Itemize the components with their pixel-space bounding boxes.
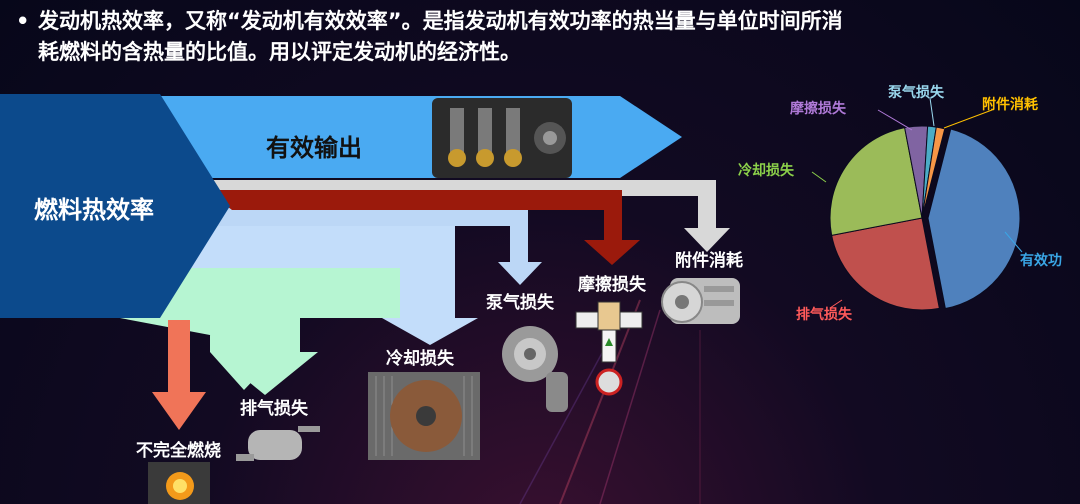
pie-leader-0 xyxy=(1004,231,1023,253)
exhaust-label: 排气损失 xyxy=(240,399,308,419)
flow-cooling-band xyxy=(170,226,478,345)
pie-leader-2 xyxy=(811,171,827,183)
pie-leader-1 xyxy=(829,299,843,309)
pie-leader-5 xyxy=(943,109,993,129)
pie-slice-2 xyxy=(829,127,923,236)
pie-slice-5 xyxy=(921,126,946,219)
flow-pumping-band xyxy=(205,204,542,285)
pie-label-exhaust: 排气损失 xyxy=(796,307,852,323)
combustion-flame-icon xyxy=(148,462,210,504)
source-label: 燃料热效率 xyxy=(34,196,154,224)
pie-label-effective: 有效功 xyxy=(1020,253,1062,269)
muffler-icon xyxy=(236,426,320,461)
heading-line-2: 耗燃料的含热量的比值。用以评定发动机的经济性。 xyxy=(38,40,521,64)
pie-slice-1 xyxy=(831,217,940,311)
friction-label: 摩擦损失 xyxy=(578,275,646,295)
pie-leader-3 xyxy=(877,109,913,131)
pie-chart xyxy=(811,97,1023,311)
pie-slice-0 xyxy=(927,128,1021,310)
radiator-fan-icon xyxy=(368,372,480,460)
auxiliary-label: 附件消耗 xyxy=(675,251,743,271)
flow-source-arrow xyxy=(0,94,230,318)
pie-leader-4 xyxy=(929,97,935,127)
engine-block-icon xyxy=(432,98,572,178)
pie-label-pumping: 泵气损失 xyxy=(888,85,944,101)
pie-label-auxiliary: 附件消耗 xyxy=(982,97,1038,113)
pie-label-friction: 摩擦损失 xyxy=(790,101,846,117)
water-pump-icon xyxy=(502,326,568,412)
cooling-label: 冷却损失 xyxy=(386,349,454,369)
background-streaks xyxy=(519,299,701,504)
ac-compressor-icon xyxy=(661,278,740,324)
heading-bullet: • xyxy=(16,9,30,33)
piston-friction-icon xyxy=(575,301,643,396)
pie-label-cooling: 冷却损失 xyxy=(738,163,794,179)
output-label: 有效输出 xyxy=(266,134,362,162)
flow-exhaust-arrow xyxy=(210,268,318,395)
flow-friction-band xyxy=(206,190,640,265)
flow-incomplete-arrow xyxy=(152,320,206,430)
incomplete-label: 不完全燃烧 xyxy=(136,441,221,461)
heading-text: • 发动机热效率，又称“发动机有效效率”。是指发动机有效功率的热当量与单位时间所… xyxy=(16,6,1068,68)
heading-line-1: 发动机热效率，又称“发动机有效效率”。是指发动机有效功率的热当量与单位时间所消 xyxy=(38,9,843,33)
pumping-label: 泵气损失 xyxy=(486,293,554,313)
